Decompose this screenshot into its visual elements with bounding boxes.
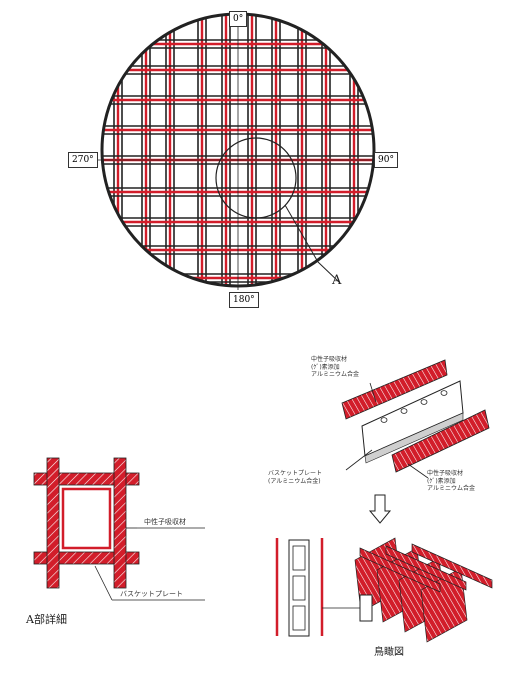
detail-a-leader [284, 204, 319, 263]
angle-label-top: 0° [229, 11, 248, 27]
iso-label-plate: バスケットプレート (アルミニウム合金) [268, 470, 323, 485]
lattice-crossbar [359, 547, 441, 593]
detail-a-leader-2 [317, 261, 341, 284]
iso-birdseye [275, 537, 493, 643]
circular-section [96, 12, 380, 290]
plate-hole [440, 390, 448, 396]
detail-label-absorber: 中性子吸収材 [144, 518, 186, 526]
side-view-plate [288, 539, 310, 637]
detail-left-bar [46, 457, 60, 589]
plate-hole [380, 417, 388, 423]
plate-hole [400, 408, 408, 414]
down-arrow-icon [368, 494, 392, 524]
birdseye-caption: 鳥瞰図 [374, 647, 404, 658]
detail-top-bar [33, 472, 140, 486]
iso-upper-assembly [341, 359, 490, 524]
detail-a-mark: A [332, 273, 342, 288]
lattice-crossbar [411, 543, 493, 589]
detail-label-plate: バスケットプレート [120, 590, 183, 598]
detail-a-circle [215, 137, 297, 219]
iso-label-upper: 中性子吸収材 (ｹﾞ)素添加 アルミニウム合金 [311, 356, 359, 378]
detail-plate [61, 487, 112, 550]
angle-label-left: 270° [68, 152, 98, 168]
detail-right-bar [113, 457, 127, 589]
detail-a [33, 457, 205, 601]
plate-hole [420, 399, 428, 405]
iso-lattice [354, 537, 493, 643]
lattice-crossbar [385, 545, 467, 591]
iso-plate-slots [380, 390, 448, 423]
iso-upper-absorber [341, 359, 448, 420]
angle-label-bottom: 180° [229, 292, 259, 308]
detail-caption: A部詳細 [26, 613, 67, 626]
iso-label-lower: 中性子吸収材 (ｹﾞ)素添加 アルミニウム合金 [427, 470, 475, 492]
iso-lower-absorber [391, 409, 490, 473]
detail-bottom-bar [33, 551, 140, 565]
angle-label-right: 90° [374, 152, 398, 168]
